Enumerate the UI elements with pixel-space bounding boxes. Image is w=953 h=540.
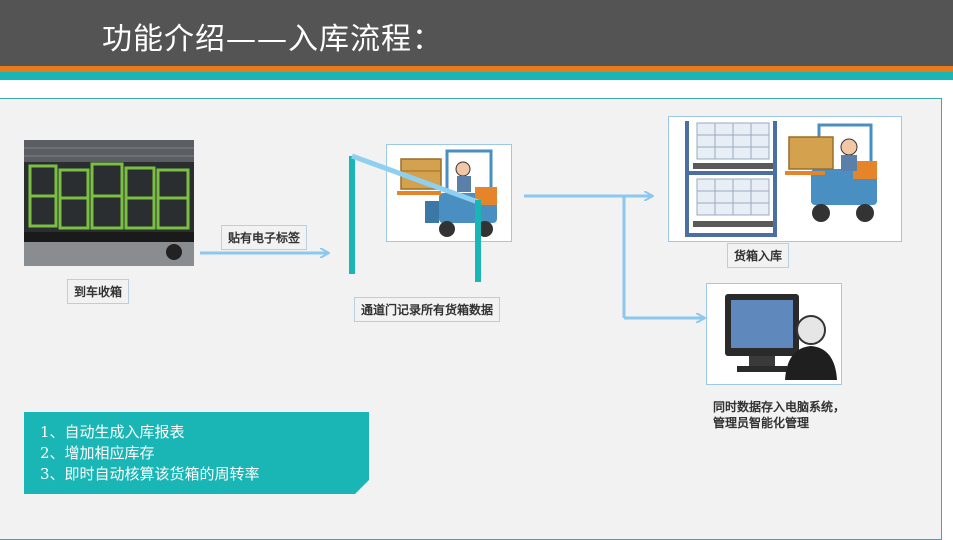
note-background: [24, 412, 369, 494]
system-label-line2: 管理员智能化管理: [713, 416, 810, 430]
computer-user-icon: [725, 294, 837, 380]
benefit-item: 3、即时自动核算该货箱的周转率: [40, 465, 260, 483]
computer-image: [706, 283, 842, 385]
benefit-item: 1、自动生成入库报表: [40, 423, 185, 441]
header-bar: 功能介绍——入库流程：: [0, 0, 953, 66]
benefits-list: 1、自动生成入库报表 2、增加相应库存 3、即时自动核算该货箱的周转率: [40, 422, 260, 485]
system-label-line1: 同时数据存入电脑系统，: [713, 400, 846, 414]
orange-stripe: [0, 66, 953, 72]
benefits-note: 1、自动生成入库报表 2、增加相应库存 3、即时自动核算该货箱的周转率: [24, 412, 369, 494]
step-arrive-label: 到车收箱: [67, 279, 130, 304]
warehouse-rack-icon: [685, 121, 877, 237]
step-gate-label: 通道门记录所有货箱数据: [354, 297, 501, 322]
truck-cargo-illustration: [24, 140, 194, 266]
step-store-label: 货箱入库: [727, 243, 790, 268]
warehouse-image: [668, 116, 902, 242]
step-system-label: 同时数据存入电脑系统， 管理员智能化管理: [713, 399, 845, 431]
truck-photo: [24, 140, 194, 266]
forklift-icon: [397, 149, 497, 237]
benefit-item: 2、增加相应库存: [40, 444, 155, 462]
teal-stripe: [0, 72, 953, 80]
page-title: 功能介绍——入库流程：: [102, 22, 443, 57]
step-label-label: 贴有电子标签: [221, 225, 308, 250]
